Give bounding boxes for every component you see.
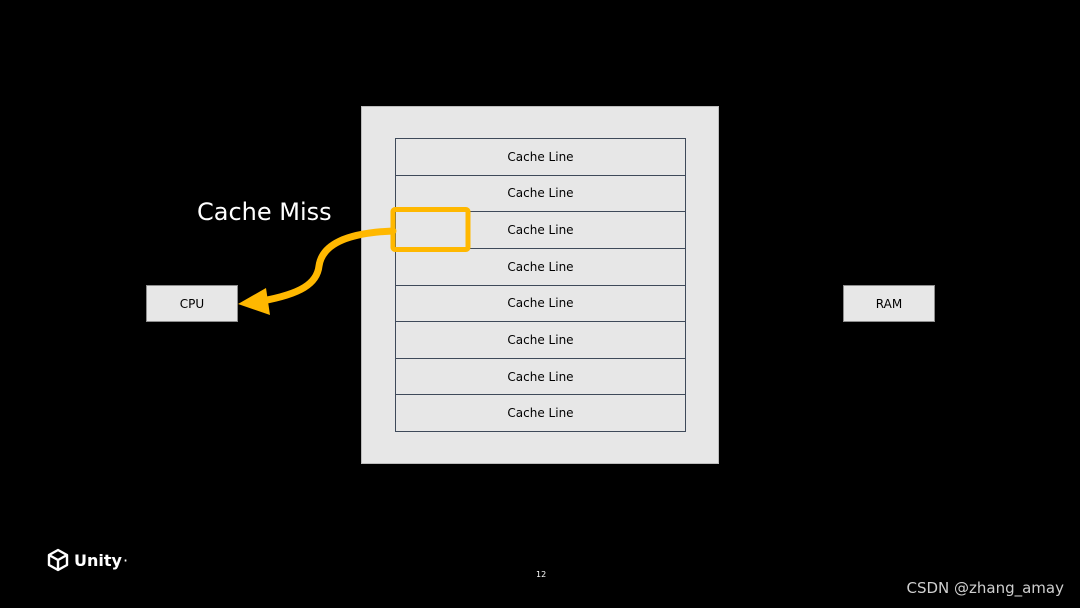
unity-logo-icon — [47, 548, 69, 572]
cache-line: Cache Line — [396, 139, 685, 176]
cache-line: Cache Line — [396, 248, 685, 286]
unity-logo-text: Unity — [74, 551, 128, 570]
cache-line: Cache Line — [396, 175, 685, 213]
cache-line: Cache Line — [396, 322, 685, 359]
cache-line: Cache Line — [396, 212, 685, 249]
cache-line: Cache Line — [396, 358, 685, 396]
cache-lines: Cache Line Cache Line Cache Line Cache L… — [395, 138, 686, 432]
page-number: 12 — [536, 570, 547, 579]
watermark: CSDN @zhang_amay — [906, 579, 1064, 597]
cache-miss-label: Cache Miss — [197, 198, 332, 226]
cache-line: Cache Line — [396, 285, 685, 323]
cpu-box: CPU — [146, 285, 238, 322]
ram-box: RAM — [843, 285, 935, 322]
unity-logo: Unity — [47, 548, 128, 572]
cache-miss-arrowhead — [238, 288, 270, 315]
cache-line: Cache Line — [396, 395, 685, 431]
